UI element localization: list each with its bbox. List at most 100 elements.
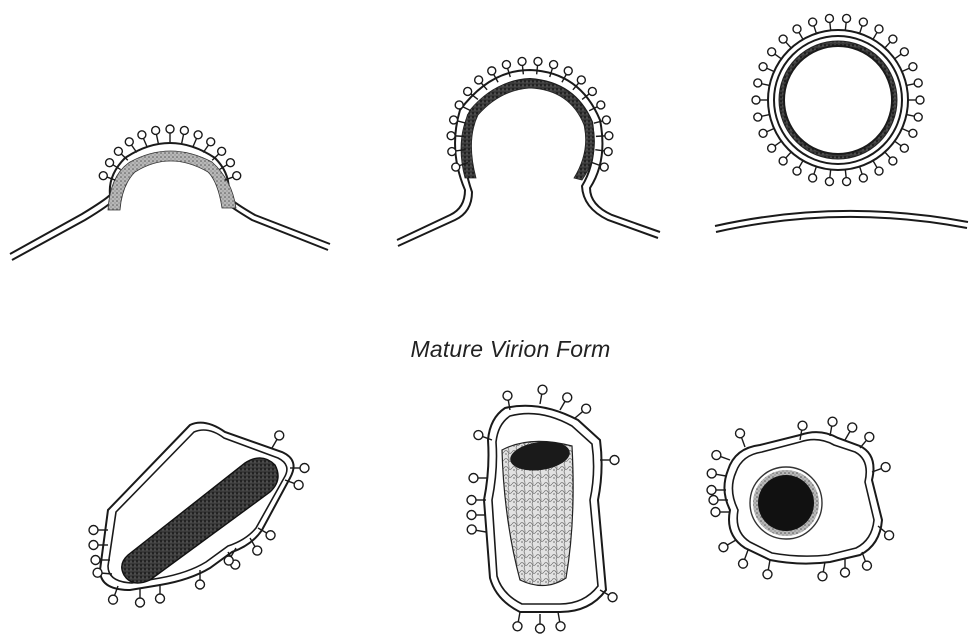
- spike-knob: [226, 159, 234, 167]
- spike-knob: [109, 595, 118, 604]
- spike-knob: [885, 531, 894, 540]
- spike-knob: [138, 131, 146, 139]
- spike-stalk: [476, 530, 486, 532]
- spike-knob: [709, 496, 718, 505]
- spike-knob: [900, 48, 908, 56]
- spike-knob: [712, 451, 721, 460]
- spike-knob: [534, 57, 542, 65]
- spike-knob: [518, 57, 526, 65]
- spike-stalk: [860, 26, 862, 34]
- spike-stalk: [814, 26, 816, 34]
- spike-knob: [610, 456, 619, 465]
- spike-knob: [582, 404, 591, 413]
- spike-stalk: [537, 65, 538, 74]
- spike-knob: [828, 417, 837, 426]
- spike-knob: [865, 432, 874, 441]
- spike-knob: [779, 35, 787, 43]
- spike-knob: [859, 174, 867, 182]
- spike-knob: [707, 469, 716, 478]
- spike-knob: [818, 572, 827, 581]
- budding-stage-early: [10, 143, 330, 260]
- spike-knob: [752, 96, 760, 104]
- spike-stalk: [156, 134, 158, 143]
- spike-knob: [916, 96, 924, 104]
- spike-knob: [707, 486, 716, 495]
- spike-knob: [207, 138, 215, 146]
- spike-knob: [550, 61, 558, 69]
- spike-knob: [605, 132, 613, 140]
- spike-stalk: [716, 474, 726, 476]
- spike-stalk: [885, 42, 890, 48]
- spike-knob: [759, 63, 767, 71]
- spike-stalk: [830, 22, 831, 30]
- spike-knob: [739, 559, 748, 568]
- mature-virion-form-caption: Mature Virion Form: [24, 336, 973, 363]
- spike-knob: [779, 157, 787, 165]
- round-core-virion: [724, 432, 882, 563]
- spike-stalk: [775, 141, 781, 146]
- budding-stage-mid: [397, 70, 660, 246]
- spike-stalk: [895, 141, 901, 146]
- spike-knob: [825, 14, 833, 22]
- spike-knob: [843, 14, 851, 22]
- spike-knob: [711, 508, 720, 517]
- spike-knob: [513, 622, 522, 631]
- spike-knob: [253, 546, 262, 555]
- spike-stalk: [860, 167, 862, 175]
- spike-stalk: [272, 439, 277, 448]
- spike-stalk: [721, 457, 730, 460]
- spike-knob: [300, 464, 309, 473]
- spike-knob: [843, 178, 851, 186]
- spike-stalk: [203, 145, 208, 152]
- spike-knob: [224, 556, 233, 565]
- spike-knob: [841, 568, 850, 577]
- spike-knob: [881, 463, 890, 472]
- spike-stalk: [558, 612, 560, 622]
- spike-stalk: [873, 32, 877, 39]
- spike-stalk: [522, 65, 523, 74]
- spike-knob: [763, 570, 772, 579]
- spike-knob: [89, 541, 98, 550]
- spike-stalk: [845, 170, 846, 178]
- spike-knob: [125, 138, 133, 146]
- spike-stalk: [906, 84, 914, 86]
- spike-stalk: [767, 128, 774, 131]
- spike-stalk: [102, 573, 112, 574]
- spike-stalk: [193, 138, 197, 146]
- spike-stalk: [786, 42, 791, 48]
- spike-stalk: [143, 138, 147, 146]
- spike-knob: [455, 101, 463, 109]
- spike-knob: [450, 116, 458, 124]
- spike-knob: [577, 76, 585, 84]
- spike-stalk: [768, 560, 770, 570]
- spike-stalk: [463, 107, 471, 111]
- spike-stalk: [830, 170, 831, 178]
- spike-knob: [469, 474, 478, 483]
- spike-knob: [474, 431, 483, 440]
- spike-knob: [768, 48, 776, 56]
- spike-knob: [475, 76, 483, 84]
- spike-knob: [447, 132, 455, 140]
- spike-knob: [196, 580, 205, 589]
- spike-knob: [798, 421, 807, 430]
- spike-knob: [736, 429, 745, 438]
- spike-knob: [467, 525, 476, 534]
- spike-knob: [538, 385, 547, 394]
- spike-knob: [106, 159, 114, 167]
- spike-stalk: [182, 134, 184, 143]
- spike-stalk: [745, 550, 748, 559]
- spike-knob: [275, 431, 284, 440]
- spike-stalk: [575, 412, 583, 418]
- spike-knob: [719, 543, 728, 552]
- spike-knob: [556, 622, 565, 631]
- spike-knob: [156, 594, 165, 603]
- spike-knob: [93, 568, 102, 577]
- spike-stalk: [560, 401, 565, 410]
- spike-knob: [900, 144, 908, 152]
- spike-knob: [266, 531, 275, 540]
- spike-knob: [602, 116, 610, 124]
- bullet-shaped-virion: [100, 423, 294, 590]
- spike-knob: [563, 393, 572, 402]
- spike-knob: [503, 391, 512, 400]
